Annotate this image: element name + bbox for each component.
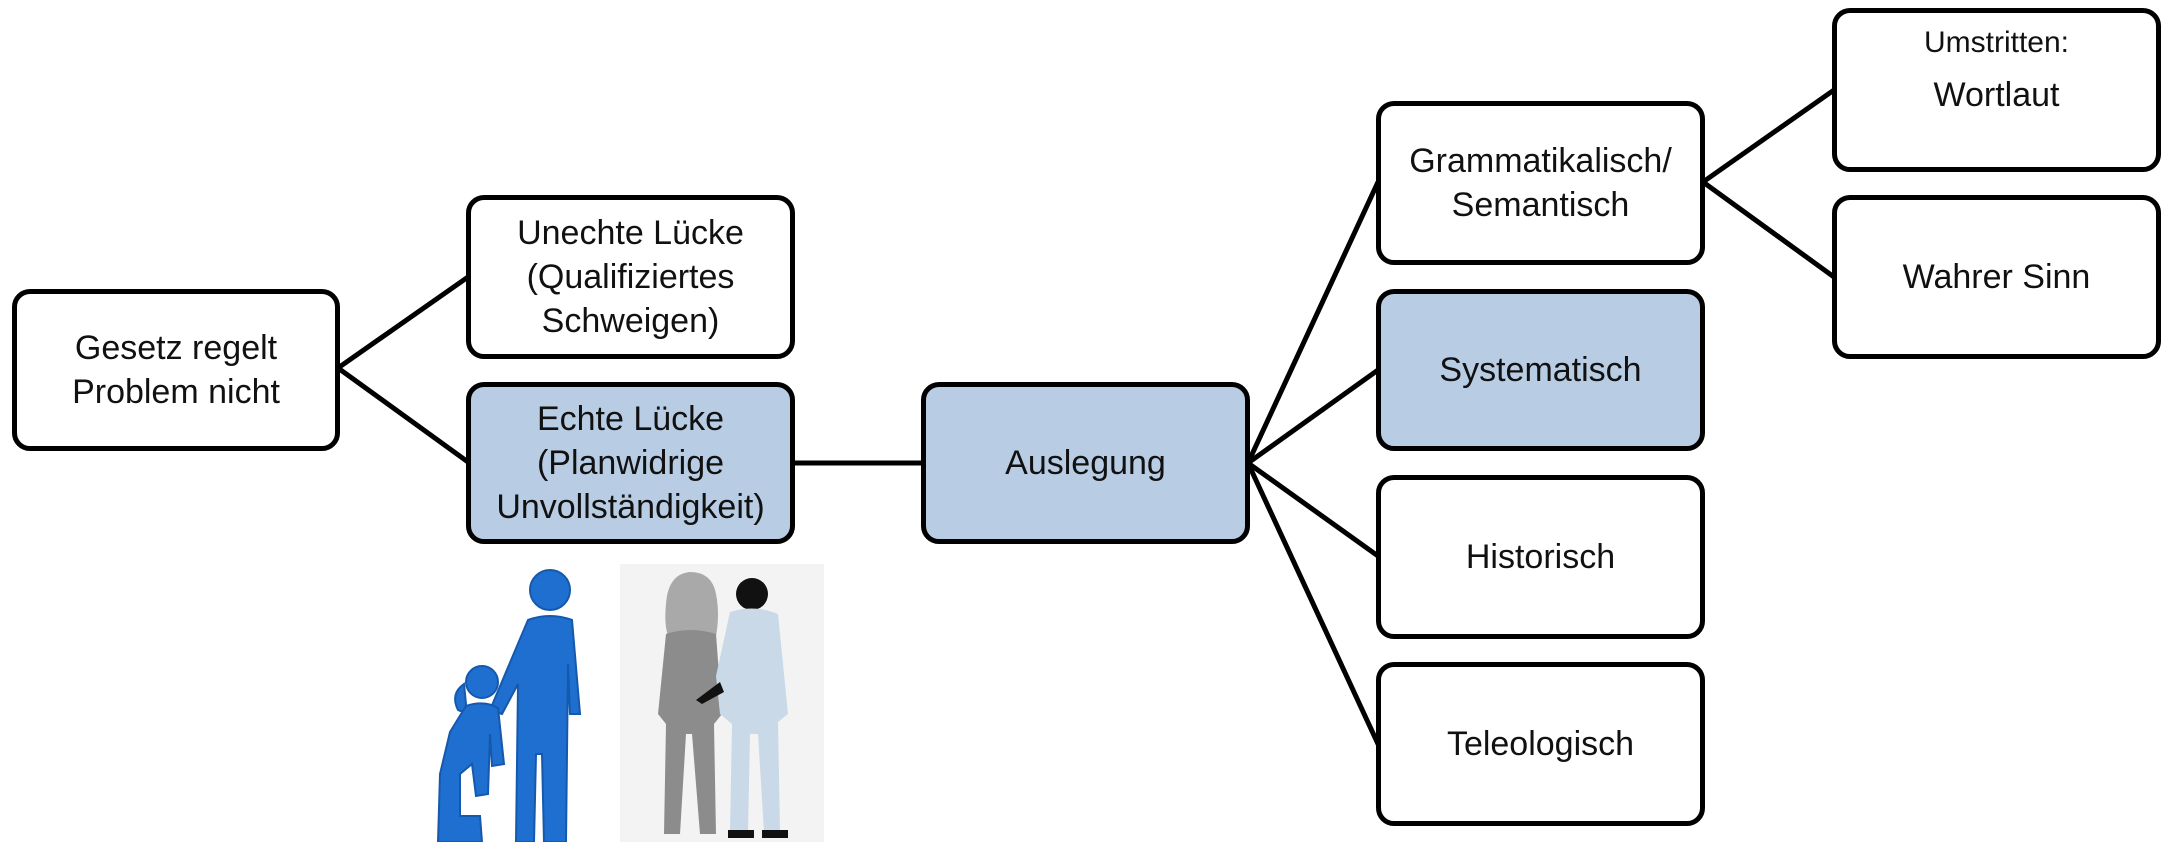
node-umstritten-wortlaut: Umstritten: Wortlaut — [1832, 8, 2161, 172]
node-grammatikalisch-semantisch: Grammatikalisch/ Semantisch — [1376, 101, 1705, 265]
node-wahrer-sinn: Wahrer Sinn — [1832, 195, 2161, 359]
edge-auslegung-grammatikalisch — [1245, 179, 1381, 466]
edge-gesetz-unecht — [335, 274, 471, 371]
node-label-line: Schweigen) — [541, 302, 720, 340]
edge-grammatikalisch-wortlaut — [1700, 87, 1837, 185]
node-label-line: Gesetz regelt — [74, 329, 278, 367]
node-label-line: Semantisch — [1451, 186, 1630, 224]
node-label-line: Historisch — [1465, 538, 1616, 576]
node-label-line: Unechte Lücke — [517, 214, 744, 252]
node-label-line: Systematisch — [1439, 351, 1642, 389]
node-label-line: Auslegung — [1005, 444, 1166, 482]
edge-auslegung-historisch — [1245, 460, 1381, 559]
node-auslegung: Auslegung — [921, 382, 1250, 544]
node-label-line: Wortlaut — [1933, 76, 2060, 114]
node-label-line: Wahrer Sinn — [1902, 258, 2091, 296]
node-unechte-luecke: Unechte Lücke (Qualifiziertes Schweigen) — [466, 195, 795, 359]
node-label-line: Unvollständigkeit) — [496, 488, 765, 526]
node-historisch: Historisch — [1376, 475, 1705, 639]
node-label-line: Problem nicht — [72, 373, 280, 411]
node-label-line: (Qualifiziertes — [526, 258, 735, 296]
edge-gesetz-echt — [335, 365, 471, 465]
edge-auslegung-teleologisch — [1245, 460, 1381, 747]
node-label-line: Umstritten: — [1923, 26, 2070, 59]
node-systematisch: Systematisch — [1376, 289, 1705, 451]
node-label-line: Teleologisch — [1446, 725, 1635, 763]
node-teleologisch: Teleologisch — [1376, 662, 1705, 826]
child-adult-pictogram — [436, 569, 582, 842]
harassment-silhouette — [620, 564, 824, 842]
node-label-line: Echte Lücke — [536, 400, 725, 438]
node-label-line: Grammatikalisch/ — [1409, 142, 1672, 180]
edge-auslegung-systematisch — [1245, 367, 1381, 466]
node-gesetz-regelt-problem-nicht: Gesetz regelt Problem nicht — [12, 289, 340, 451]
node-label-line: (Planwidrige — [536, 444, 725, 482]
node-echte-luecke: Echte Lücke (Planwidrige Unvollständigke… — [466, 382, 795, 544]
edge-grammatikalisch-wahrer-sinn — [1700, 179, 1837, 280]
